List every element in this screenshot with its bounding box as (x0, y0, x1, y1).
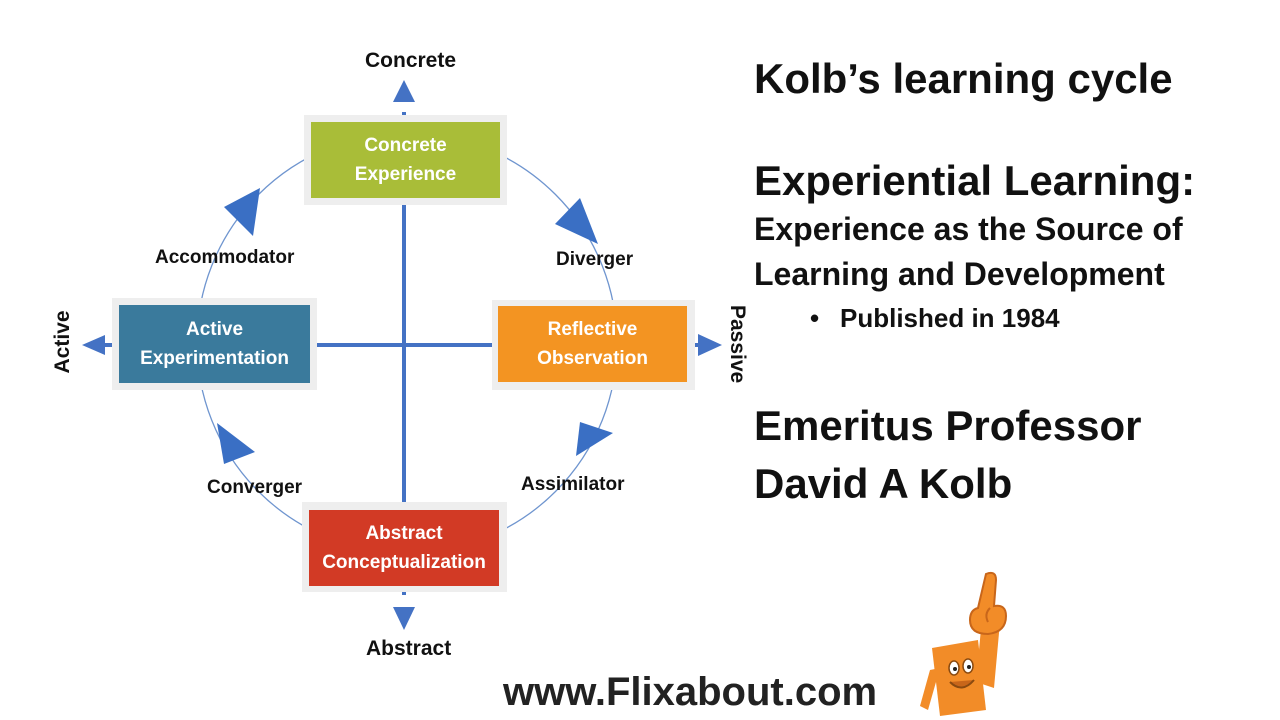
axis-label-concrete: Concrete (365, 49, 457, 72)
style-label-converger: Converger (207, 477, 303, 498)
stage-abstract-conceptualization: Abstract Conceptualization (309, 510, 499, 586)
abstract-arrowhead (393, 607, 415, 630)
bullet-item: • Published in 1984 (810, 303, 1060, 334)
book-subtitle-line-1: Experience as the Source of (754, 211, 1183, 247)
stage-abstract-conceptualization-label: Abstract Conceptualization (322, 523, 486, 573)
axis-label-active: Active (51, 310, 74, 374)
author-line-1: Emeritus Professor (754, 402, 1142, 449)
stage-reflective-observation: Reflective Observation (498, 306, 687, 382)
stage-reflective-observation-label: Reflective Observation (537, 319, 648, 369)
style-label-accommodator: Accommodator (155, 247, 295, 268)
cycle-arrow-bottom-left (217, 423, 255, 464)
passive-arrowhead (698, 334, 722, 356)
book-title: Experiential Learning: (754, 157, 1196, 204)
flixabout-mascot-logo (920, 571, 1008, 716)
style-label-assimilator: Assimilator (521, 474, 625, 495)
cycle-arrow-top-right (555, 198, 598, 244)
stage-active-experimentation: Active Experimentation (119, 305, 310, 383)
cycle-arrow-top-left (224, 188, 260, 236)
book-subtitle-line-2: Learning and Development (754, 256, 1165, 292)
axis-label-passive: Passive (726, 305, 749, 384)
author-line-2: David A Kolb (754, 460, 1013, 507)
stage-concrete-experience: Concrete Experience (311, 122, 500, 198)
concrete-arrowhead (393, 80, 415, 102)
slide-title: Kolb’s learning cycle (754, 55, 1173, 102)
website-url: www.Flixabout.com (503, 670, 878, 714)
style-label-diverger: Diverger (556, 249, 634, 270)
bullet-text: Published in 1984 (840, 303, 1060, 333)
active-arrowhead (82, 335, 105, 355)
stage-concrete-experience-label: Concrete Experience (354, 135, 457, 185)
axis-label-abstract: Abstract (366, 637, 452, 660)
bullet-dot: • (810, 303, 820, 333)
stage-active-experimentation-label: Active Experimentation (140, 319, 289, 369)
cycle-arrow-bottom-right (576, 422, 613, 456)
